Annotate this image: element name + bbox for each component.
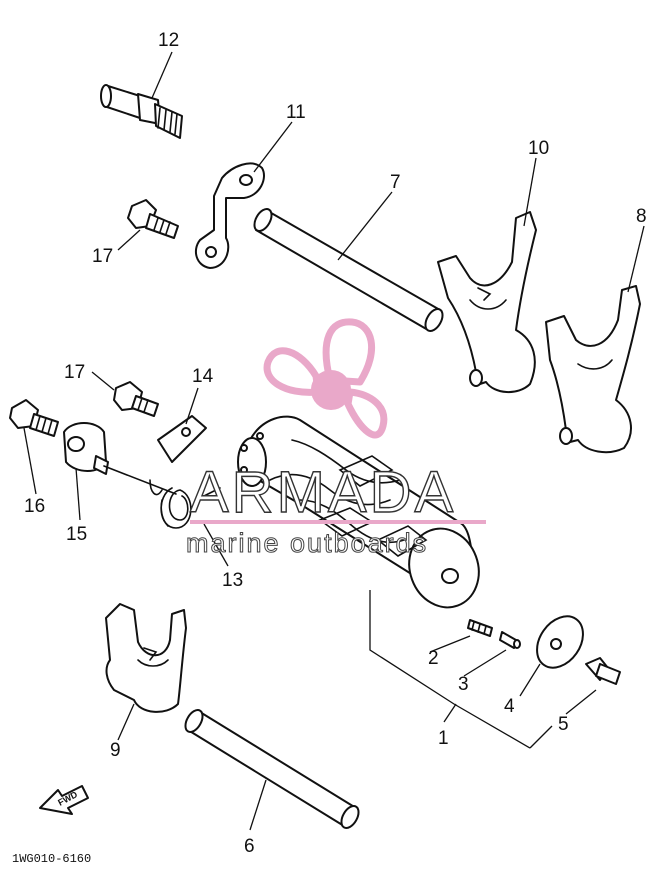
part-5-screw (585, 657, 621, 685)
part-12-stud (100, 84, 183, 139)
callout-17-upper: 17 (92, 246, 113, 267)
watermark-subtitle: marine outboards (186, 528, 428, 558)
callout-5: 5 (558, 714, 569, 735)
part-4-segment (536, 615, 584, 669)
part-11-bracket (194, 162, 265, 269)
front-direction-arrow: FWD (39, 785, 89, 815)
part-13-spring (103, 465, 221, 529)
callout-13: 13 (222, 570, 243, 591)
callout-16: 16 (24, 496, 45, 517)
watermark-title: ARMADA (190, 460, 456, 525)
leader-lines (23, 51, 645, 831)
part-10-shift-fork (437, 211, 537, 393)
callout-17-lower: 17 (64, 362, 85, 383)
callout-4: 4 (504, 696, 515, 717)
callout-15: 15 (66, 524, 87, 545)
part-3-pin (499, 631, 521, 649)
callout-3: 3 (458, 674, 469, 695)
callout-14: 14 (192, 366, 214, 387)
drawing-code: 1WG010-6160 (12, 852, 91, 866)
part-9-shift-fork (105, 603, 187, 713)
part-17-bolt-lower (113, 381, 159, 417)
callout-9: 9 (110, 740, 121, 761)
part-1-shift-drum (237, 415, 480, 609)
part-7-shaft (253, 208, 444, 332)
callout-1: 1 (438, 728, 449, 749)
callout-12: 12 (158, 30, 179, 51)
callout-7: 7 (390, 172, 401, 193)
callout-10: 10 (528, 138, 549, 159)
callout-8: 8 (636, 206, 647, 227)
part-17-bolt-upper (127, 199, 179, 239)
callout-2: 2 (428, 648, 439, 669)
part-2-pin (467, 619, 493, 637)
callout-11: 11 (286, 102, 306, 123)
part-16-bolt (9, 399, 59, 437)
part-14-plate (157, 415, 207, 463)
watermark-logo (263, 318, 388, 439)
part-8-shift-fork (545, 285, 641, 454)
part-15-collar (63, 422, 109, 475)
part-6-shaft (184, 709, 360, 829)
callout-6: 6 (244, 836, 255, 857)
